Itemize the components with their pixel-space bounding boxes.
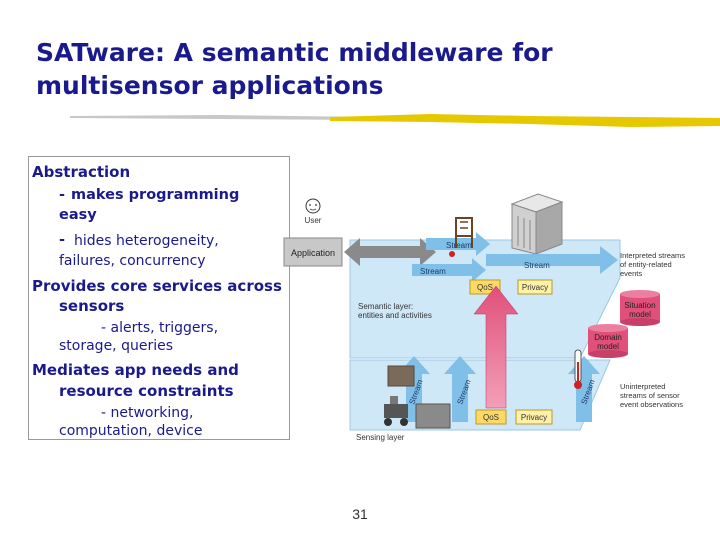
user-icon: [305, 198, 321, 214]
semantic-layer-label-1: Semantic layer:: [358, 302, 413, 311]
stream-arrow-left-top: [426, 232, 490, 256]
core-heading-a: Provides core services across: [32, 277, 282, 295]
uninterpreted-line-2: streams of sensor: [620, 391, 680, 400]
domain-model-label-2: model: [597, 342, 619, 351]
robot-sensor-photo: [384, 396, 408, 426]
abstraction-point-1a: makes programming: [71, 187, 240, 203]
privacy-bottom-label: Privacy: [521, 413, 547, 422]
uninterpreted-line-3: event observations: [620, 400, 683, 409]
building-icon: [510, 193, 564, 255]
domain-model-cylinder: [588, 324, 628, 358]
mediates-heading-b: resource constraints: [59, 382, 234, 400]
mediates-detail-b: computation, device: [59, 423, 203, 439]
semantic-layer-label-2: entities and activities: [358, 311, 432, 320]
abstraction-heading: Abstraction: [32, 163, 131, 181]
stream-right-label: Stream: [524, 261, 550, 270]
slide-title: SATware: A semantic middleware for multi…: [36, 36, 696, 102]
situation-model-label-2: model: [629, 310, 651, 319]
page-number: 31: [352, 506, 368, 522]
chair-icon: [455, 217, 473, 248]
privacy-top-label: Privacy: [522, 283, 548, 292]
interpreted-line-1: Interpreted streams: [620, 251, 685, 260]
stream-up-arrow-2: [444, 356, 476, 422]
interpreted-line-3: events: [620, 269, 642, 278]
machine-sensor-photo: [415, 403, 451, 429]
qos-bottom-box: [475, 409, 507, 425]
stream-left-bottom-label: Stream: [420, 267, 446, 276]
summary-textbox: Abstraction - makes programming easy - h…: [28, 156, 290, 440]
abstraction-point-2b: failures, concurrency: [59, 253, 206, 269]
up-arrow-main: [473, 285, 519, 409]
abstraction-point-2a: hides heterogeneity,: [74, 233, 219, 249]
app-stream-double-arrow: [344, 238, 436, 266]
core-detail-a: - alerts, triggers,: [101, 320, 219, 336]
core-heading-b: sensors: [59, 297, 125, 315]
core-detail-b: storage, queries: [59, 338, 174, 354]
qos-top-label: QoS: [477, 283, 493, 292]
situation-model-cylinder: [620, 290, 660, 326]
abstraction-dash-1: -: [59, 187, 66, 203]
mediates-detail-a: - networking,: [101, 405, 194, 421]
stream-arrow-right: [486, 246, 618, 274]
domain-model-label-1: Domain: [594, 333, 622, 342]
satware-architecture-diagram: User Application Stream Stream Stream In…: [283, 193, 685, 442]
title-line-2: multisensor applications: [36, 71, 384, 100]
abstraction-point-1b: easy: [59, 207, 97, 223]
title-line-1: SATware: A semantic middleware for: [36, 38, 553, 67]
chair-marker: [449, 251, 455, 257]
stream-arrow-left-bottom: [412, 258, 486, 282]
privacy-top-box: [517, 279, 553, 295]
mediates-heading-a: Mediates app needs and: [32, 361, 239, 379]
situation-model-label-1: Situation: [624, 301, 655, 310]
camera-sensor-photo: [387, 365, 415, 387]
sensing-layer-label: Sensing layer: [356, 433, 405, 442]
privacy-bottom-box: [515, 409, 553, 425]
user-label: User: [305, 216, 322, 225]
application-box: [283, 237, 343, 267]
uninterpreted-line-1: Uninterpreted: [620, 382, 665, 391]
qos-bottom-label: QoS: [483, 413, 499, 422]
application-label: Application: [291, 248, 335, 258]
stream-left-top-label: Stream: [446, 241, 472, 250]
interpreted-line-2: of entity-related: [620, 260, 672, 269]
abstraction-dash-2: -: [59, 232, 66, 248]
title-underline: [70, 114, 720, 127]
thermometer-icon: [574, 349, 582, 389]
